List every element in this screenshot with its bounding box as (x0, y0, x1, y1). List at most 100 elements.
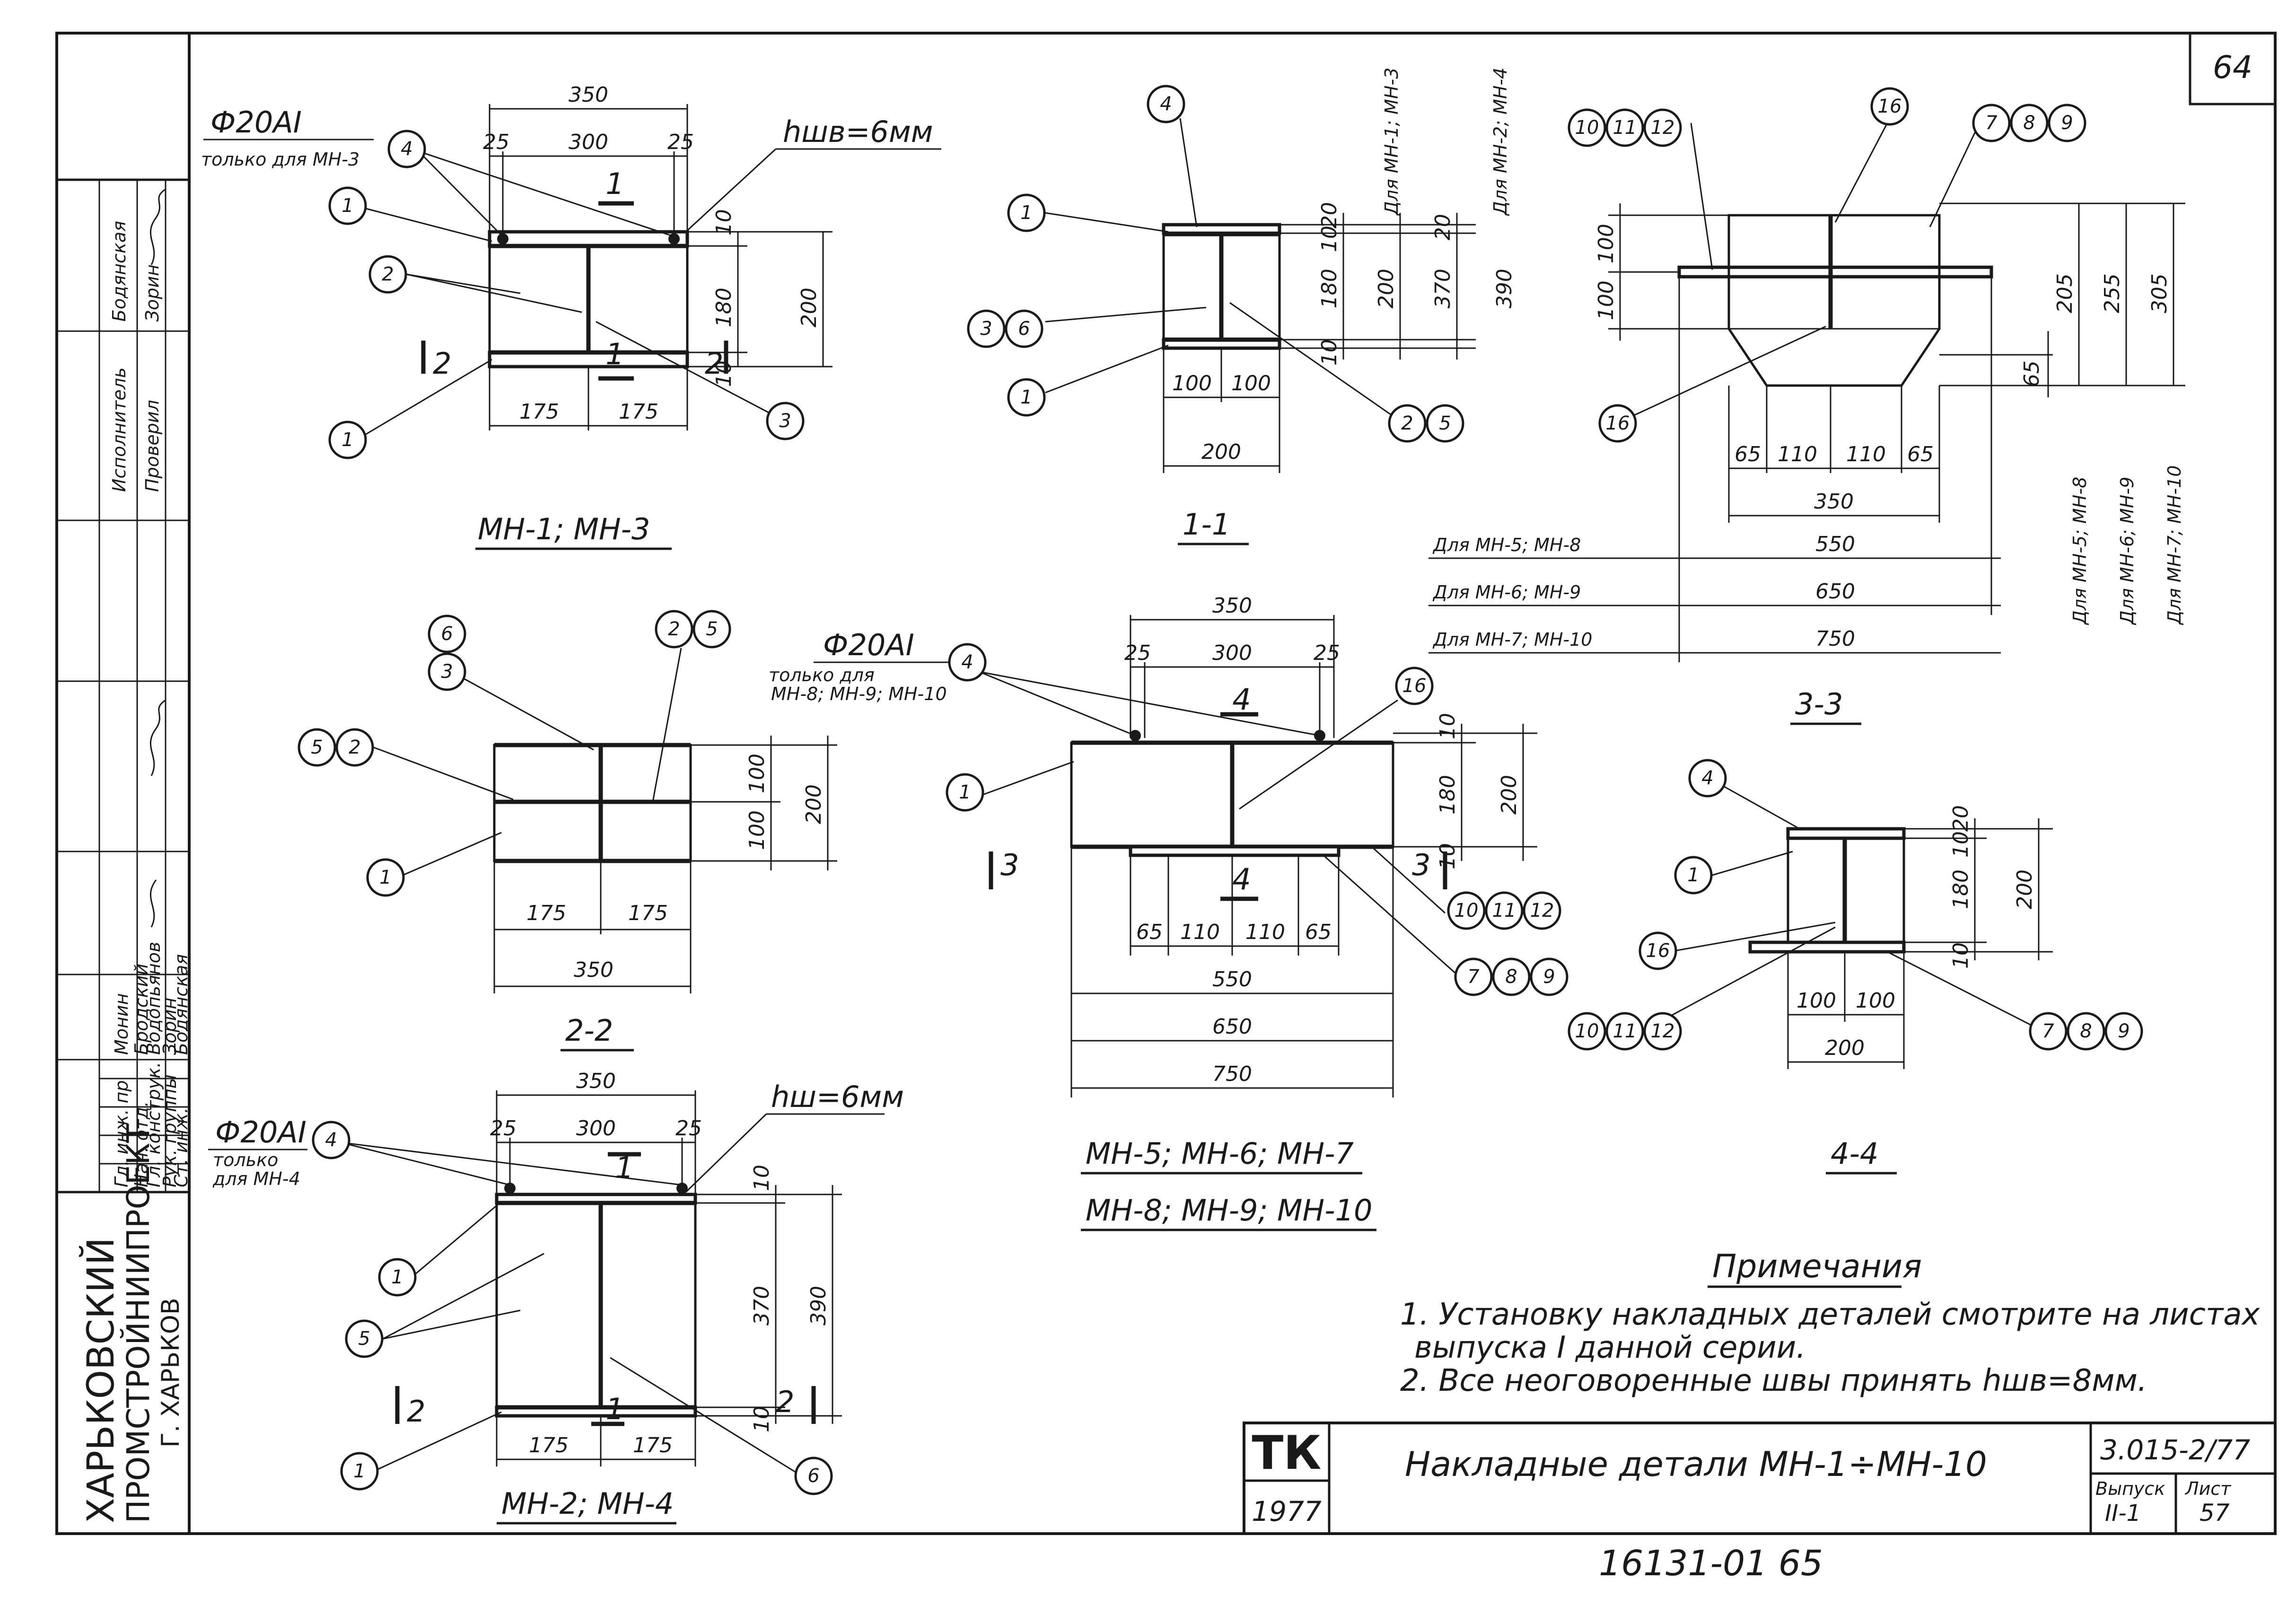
dim: 750 (1212, 1062, 1252, 1086)
view-section-3-3: 100 100 65 205 255 305 65 110 110 65 350… (1428, 87, 2185, 725)
marker-label: 1 (342, 429, 353, 451)
dim: 180 (1317, 269, 1341, 308)
note-a: Для МН-1; МН-3 (1381, 68, 1402, 216)
dim: 750 (1815, 627, 1855, 651)
dim: 255 (2100, 273, 2124, 313)
left-stamp: Исполнитель Проверил Бодянская Зорин Мон… (57, 178, 192, 1523)
year: 1977 (1252, 1495, 1322, 1527)
base-plate (1677, 265, 1993, 279)
marker-label: 4 (1160, 93, 1172, 115)
marker-label: 12 (1530, 900, 1554, 922)
view-mn5-mn10: 350 25 300 25 65 110 110 65 550 650 750 … (769, 594, 1569, 1231)
section-mark: 1 (615, 1150, 633, 1185)
marker-label: 5 (706, 618, 718, 640)
view-title-2: МН-8; МН-9; МН-10 (1086, 1193, 1372, 1228)
dim: 20 (1317, 202, 1341, 228)
marker-label: 2 (382, 263, 394, 285)
dim: 10 (750, 1406, 774, 1432)
stamp-role-2: Нач. отд. (131, 1101, 152, 1187)
issue: II-1 (2105, 1500, 2141, 1527)
org-line-1: ХАРЬКОВСКИЙ (79, 1238, 123, 1523)
vert-label: Для МН-6; МН-9 (2117, 477, 2138, 625)
row-label: Для МН-7; МН-10 (1432, 629, 1592, 650)
title-block: ТК 1977 Накладные детали МН-1÷МН-10 3.01… (1243, 1422, 2277, 1535)
dim: 200 (1497, 775, 1521, 815)
dim-edge-l: 25 (483, 130, 509, 154)
section-mark: 2 (433, 346, 451, 381)
marker-2 (368, 255, 407, 294)
series: 3.015-2/77 (2100, 1434, 2250, 1466)
dim: 300 (1212, 641, 1252, 665)
dim: 180 (1949, 869, 1973, 909)
marker-4 (387, 130, 426, 168)
dim: 650 (1212, 1015, 1252, 1039)
dim: 110 (1778, 442, 1817, 466)
dim: 200 (802, 784, 826, 824)
view-title: 2-2 (565, 1013, 613, 1048)
section-mark: 3 (1412, 848, 1430, 882)
dim: 350 (576, 1069, 616, 1093)
bar-note-2: только для МН-3 (201, 149, 359, 170)
dim: 65 (2020, 360, 2044, 387)
marker-label: 10 (1575, 117, 1599, 139)
stamp-name-3: Водопьянов (143, 942, 164, 1055)
dim: 390 (806, 1286, 831, 1325)
dim: 350 (1814, 490, 1854, 514)
dim: 65 (1735, 442, 1761, 466)
view-section-4-4: 100 100 200 180 200 20 10 10 4-4 4 1 16 … (1568, 759, 2143, 1175)
stamp-role-5: Ст. инж. (171, 1107, 192, 1187)
section-mark: 2 (776, 1385, 794, 1419)
row-label: Для МН-6; МН-9 (1432, 582, 1581, 603)
bar-note: Ф20АI (823, 628, 914, 662)
dim: 10 (750, 1165, 774, 1191)
dim-mid: 300 (569, 130, 608, 154)
dim-half-r: 175 (619, 400, 658, 424)
marker-1 (328, 186, 367, 225)
marker-label: 16 (1878, 96, 1902, 117)
marker-label: 12 (1651, 1020, 1675, 1042)
marker-label: 2 (349, 737, 360, 758)
marker-label: 4 (961, 651, 973, 673)
marker-3 (766, 402, 805, 440)
marker-label: 1 (959, 781, 971, 803)
stamp-extra-4: Зорин (142, 264, 163, 322)
notes-heading: Примечания (1712, 1248, 1922, 1285)
view-mn1-mn3: 350 25 300 25 175 175 180 200 10 10 1 1 … (201, 83, 941, 550)
marker-label: 2 (1401, 413, 1413, 434)
marker-label: 16 (1606, 413, 1630, 434)
stamp-name-5: Бодянская (171, 954, 192, 1055)
section-mark: 2 (705, 346, 723, 381)
dim: 100 (1856, 989, 1895, 1013)
dim: 370 (1431, 269, 1455, 308)
marker-label: 6 (441, 623, 453, 645)
tk-logo: ТК (1252, 1426, 1322, 1480)
marker-label: 7 (1985, 112, 1998, 134)
stamp-role-3: Гл. конструк. (143, 1062, 164, 1187)
marker-label: 9 (2118, 1020, 2129, 1042)
dim: 10 (1317, 339, 1341, 366)
marker-label: 9 (1543, 966, 1555, 988)
dim: 200 (1201, 440, 1241, 464)
view-title: 4-4 (1831, 1136, 1878, 1171)
note-line-1: 1. Установку накладных деталей смотрите … (1400, 1297, 2260, 1332)
dim: 25 (490, 1116, 517, 1141)
notes: Примечания 1. Установку накладных детале… (1400, 1248, 2260, 1398)
view-title: 3-3 (1795, 687, 1843, 721)
dim: 25 (1124, 641, 1151, 665)
dim: 100 (745, 754, 769, 793)
view-title-1: МН-5; МН-6; МН-7 (1086, 1136, 1354, 1171)
weld-note: hш=6мм (771, 1080, 904, 1114)
dim: 10 (1436, 713, 1460, 739)
weld-note: hшв=6мм (783, 114, 933, 149)
bar-note: Ф20АI (215, 1115, 307, 1150)
marker-label: 3 (980, 318, 992, 340)
dim: 200 (1825, 1036, 1865, 1060)
archive-number: 16131-01 65 (1599, 1543, 1823, 1584)
marker-label: 11 (1492, 900, 1516, 922)
stamp-name-2: Бродский (131, 964, 152, 1055)
dim: 25 (1314, 641, 1340, 665)
stamp-role-4: Рук. группы (159, 1074, 180, 1187)
stamp-role-1: Гл. инж. пр (111, 1080, 132, 1187)
dim: 20 (1431, 214, 1455, 240)
